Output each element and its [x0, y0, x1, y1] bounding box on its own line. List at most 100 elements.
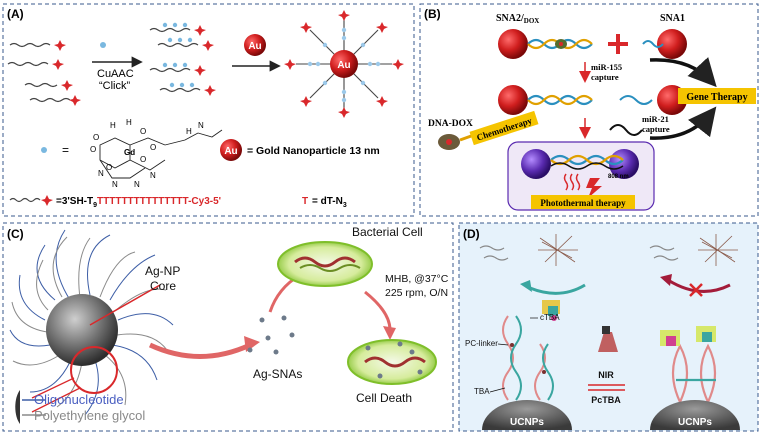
peg-label: Polyethylene glycol — [34, 408, 145, 423]
thrombin-complex-icon — [542, 300, 560, 321]
svg-text:O: O — [140, 155, 146, 164]
agsnas-label: Ag-SNAs — [253, 367, 302, 381]
pctba-label: PcTBA — [591, 395, 621, 405]
gene-therapy-label: Gene Therapy — [686, 92, 747, 103]
sequence-label: =3'SH-T9TTTTTTTTTTTTTTT-Cy3-5' — [56, 196, 221, 209]
chemotherapy-badge — [469, 110, 539, 146]
gene-therapy-arrow-2 — [649, 106, 717, 140]
panel-c: (C) Ag-NP Core — [2, 222, 454, 432]
t-definition: = dT-N3 — [312, 196, 347, 209]
ag-np-ligands — [9, 229, 174, 416]
au-sna-product: Au — [284, 10, 404, 118]
reaction-label-1: CuAAC — [97, 68, 134, 80]
tba-label: TBA — [474, 387, 490, 396]
binding-arrow — [529, 283, 586, 295]
cross-icon — [689, 283, 703, 297]
nir-label: NIR — [598, 370, 614, 380]
laser-bolt-icon — [586, 178, 602, 198]
clicked-strands — [149, 22, 216, 96]
core-label-2: Core — [150, 279, 176, 293]
mir21-label: miR-21 — [642, 114, 669, 124]
bacterial-cell — [277, 241, 373, 287]
plus-icon — [608, 34, 628, 54]
au-legend-label: Au — [224, 146, 237, 157]
pclinker-label: PC-linker — [465, 339, 498, 348]
svg-text:N: N — [112, 180, 118, 189]
au-legend-text: = Gold Nanoparticle 13 nm — [247, 145, 380, 157]
cell-death-label: Cell Death — [356, 391, 412, 405]
svg-text:H: H — [186, 127, 192, 136]
fibrin-icon-left — [538, 234, 578, 266]
free-strands — [7, 42, 71, 103]
ctba-strands-left — [479, 245, 509, 261]
svg-text:Gd: Gd — [124, 148, 135, 157]
blocked-arrow — [667, 278, 731, 293]
nir-laser-icon — [598, 326, 618, 352]
svg-text:N: N — [134, 180, 140, 189]
cy3-star-icons — [52, 40, 81, 106]
strand-legend-icon — [9, 195, 53, 206]
nm-label: 808 nm — [608, 174, 629, 180]
gene-therapy-badge — [678, 88, 756, 104]
gd-chelate-icon — [100, 42, 106, 48]
fibrin-icon-right — [698, 234, 738, 266]
condition-label-1: MHB, @37°C — [385, 273, 449, 285]
gene-therapy-arrow-1 — [649, 57, 717, 88]
ucnp-right — [650, 400, 740, 430]
sna1-particle — [657, 29, 687, 59]
gd-chelate-atoms: H H O O Gd O O O O N N N N H N — [90, 118, 204, 189]
oligo-label: Oligonucleotide — [34, 392, 124, 407]
panel-c-label: (C) — [7, 227, 24, 241]
gd-legend-eq: = — [62, 143, 69, 157]
panel-a: (A) CuAAC “Click” — [2, 3, 415, 217]
panel-b: (B) SNA2/DOX SNA1 miR-155 capture — [419, 3, 759, 217]
purple-particle-left — [521, 149, 551, 179]
core-callout-line — [89, 284, 161, 326]
ctba-label: cTBA — [540, 313, 560, 322]
heat-waves-icon — [563, 173, 581, 191]
svg-text:O: O — [150, 143, 156, 152]
panel-d-label: (D) — [463, 227, 480, 241]
svg-text:H: H — [110, 121, 116, 130]
svg-text:N: N — [198, 121, 204, 130]
sna2-capture-particle — [498, 85, 528, 115]
ucnps-left-label: UCNPs — [510, 417, 544, 428]
svg-text:O: O — [140, 127, 146, 136]
au-nanoparticle-icon — [244, 34, 266, 56]
photothermal-badge — [531, 195, 635, 209]
svg-text:H: H — [126, 118, 132, 127]
gd-legend-icon — [41, 147, 47, 153]
sna2-label: SNA2/DOX — [496, 13, 539, 25]
capture-label-1: capture — [591, 72, 619, 82]
surface-icon — [15, 390, 20, 424]
ctba-strands-right — [649, 245, 679, 261]
condition-label-2: 225 rpm, O/N — [385, 287, 448, 299]
svg-text:O: O — [93, 133, 99, 142]
ag-np-core — [46, 294, 118, 366]
ag-sna-particles — [247, 315, 295, 355]
svg-text:N: N — [98, 169, 104, 178]
panel-d: (D) — [458, 222, 759, 432]
mir155-label: miR-155 — [591, 62, 622, 72]
photothermal-label: Photothermal therapy — [540, 198, 626, 208]
core-label-1: Ag-NP — [145, 264, 180, 278]
left-linker-marks — [510, 343, 546, 374]
au-label: Au — [248, 41, 261, 52]
bacterial-label: Bacterial Cell — [352, 225, 423, 239]
sna2-particle — [498, 29, 528, 59]
treatment-arrow — [148, 342, 252, 359]
left-dna-helices — [502, 315, 554, 401]
panel-b-label: (B) — [424, 7, 441, 21]
gd-chelate-structure — [99, 129, 223, 179]
reaction-label-2: “Click” — [99, 80, 130, 92]
thrombin-bound-icons — [660, 326, 716, 346]
t-definition-symbol: T — [302, 196, 308, 207]
zoom-circle — [70, 346, 118, 394]
sna1-label: SNA1 — [660, 13, 685, 24]
ucnps-right-label: UCNPs — [678, 417, 712, 428]
capture-label-2: capture — [642, 124, 670, 134]
panel-a-label: (A) — [7, 7, 24, 21]
svg-text:N: N — [150, 171, 156, 180]
dna-dox-label: DNA-DOX — [428, 119, 473, 129]
